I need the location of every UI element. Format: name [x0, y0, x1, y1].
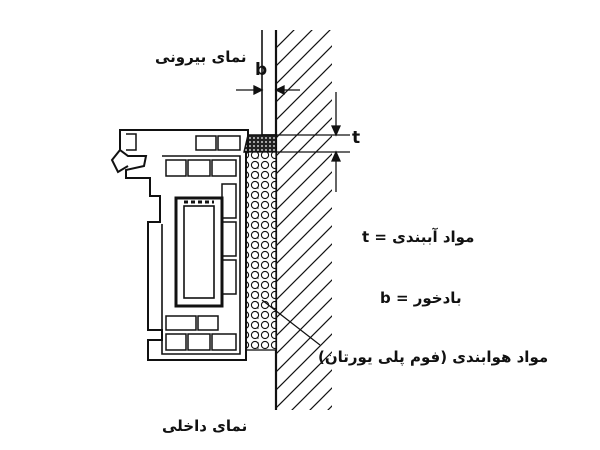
b-dimension-label: b	[255, 60, 268, 80]
exterior-label: نمای بیرونی	[155, 48, 247, 66]
dimension-t	[276, 92, 350, 192]
foam-filling	[245, 151, 277, 351]
insulation-legend: مواد هوابندی (فوم پلی یورتان)	[318, 348, 549, 366]
window-frame-profile	[110, 129, 249, 361]
frame-chambers	[165, 135, 241, 351]
overlap-legend: بادخور = b	[380, 289, 462, 307]
interior-label: نمای داخلی	[162, 417, 248, 435]
insulation-leader-line	[261, 299, 321, 346]
wall-section	[261, 30, 332, 410]
steel-reinforcement	[174, 196, 224, 308]
dimension-b	[236, 84, 300, 96]
t-dimension-label: t	[352, 128, 361, 148]
sealant-legend: مواد آببندی = t	[362, 228, 475, 246]
